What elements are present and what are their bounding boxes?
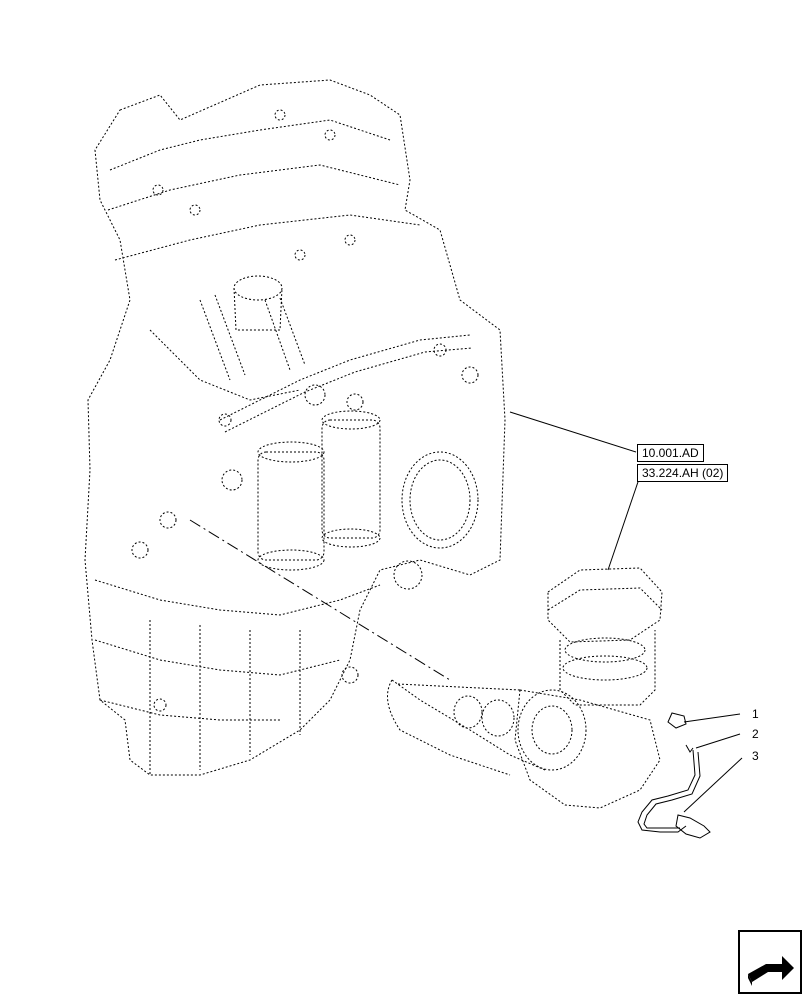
center-line (189, 519, 451, 681)
reference-link-10-001-ad[interactable]: 10.001.AD (637, 444, 704, 462)
air-compressor (387, 567, 663, 809)
reference-link-33-224-ah[interactable]: 33.224.AH (02) (637, 464, 729, 482)
leader-line-ref1 (509, 411, 637, 453)
leader-line-2 (695, 733, 741, 749)
callout-1: 1 (752, 707, 759, 721)
leader-line-ref2 (607, 475, 641, 571)
callout-3: 3 (752, 749, 759, 763)
jump-arrow-icon (738, 930, 802, 994)
jump-arrow-button[interactable] (738, 930, 802, 994)
leader-line-1 (683, 713, 741, 723)
engine-block (84, 79, 506, 776)
pipe-assembly (607, 475, 743, 839)
leader-line-3 (683, 757, 743, 813)
callout-2: 2 (752, 727, 759, 741)
